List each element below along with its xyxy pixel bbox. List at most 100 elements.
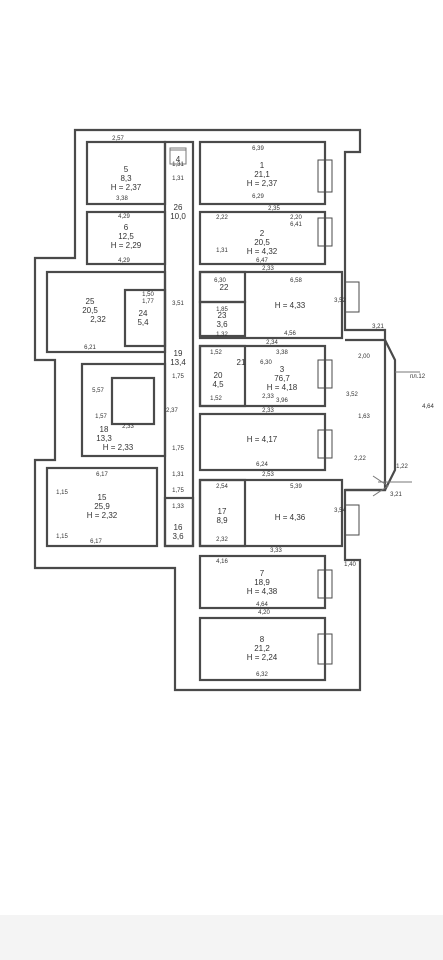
dim: 4,20 [258, 610, 270, 616]
dim: 2,33 [122, 424, 134, 430]
room-19-number: 19 [174, 349, 183, 358]
dim: 4,16 [216, 559, 228, 565]
floor-plan-drawing: 1 21,1 H = 2,37 2 20,5 H = 4,32 3 76,7 H… [33, 128, 434, 692]
room-23-area: 3,6 [216, 320, 228, 329]
room-23-number: 23 [218, 311, 227, 320]
dim: 1,32 [216, 332, 228, 338]
dimension-labels: 2,57 6,39 1,31 6,29 3,38 4,29 2,22 2,35 … [56, 136, 434, 678]
room-25-number: 25 [86, 297, 95, 306]
room-3-area: 76,7 [274, 374, 290, 383]
dim: 1,31 [172, 472, 184, 478]
corner-note: пл.12 [410, 374, 426, 380]
thin-lines [169, 147, 420, 497]
room-24-number: 24 [139, 309, 148, 318]
room-19-area: 13,4 [170, 358, 186, 367]
room-15-number: 15 [98, 493, 107, 502]
dim: 2,57 [112, 136, 124, 142]
dim: 1,75 [172, 488, 184, 494]
dim: 1,52 [210, 396, 222, 402]
dim: 4,64 [256, 602, 268, 608]
room-6-height: H = 2,29 [111, 241, 142, 250]
dim: 4,29 [118, 214, 130, 220]
dim: 1,52 [210, 350, 222, 356]
dim: 1,33 [172, 504, 184, 510]
room-20-area: 4,5 [212, 380, 224, 389]
dim: 3,96 [276, 398, 288, 404]
dim: 6,47 [256, 258, 268, 264]
dim: 5,39 [290, 484, 302, 490]
walls [33, 128, 397, 692]
dim: 1,75 [172, 374, 184, 380]
room-2-number: 2 [260, 229, 265, 238]
height-label-2: H = 4,17 [247, 435, 278, 444]
dim: 6,41 [290, 222, 302, 228]
dim: 1,31 [172, 176, 184, 182]
room-3-number: 3 [280, 365, 285, 374]
dim: 2,22 [354, 456, 366, 462]
dim: 6,32 [256, 672, 268, 678]
dim: 3,38 [276, 350, 288, 356]
dim: 1,75 [172, 446, 184, 452]
dim: 1,31 [216, 248, 228, 254]
room-17-number: 17 [218, 507, 227, 516]
dim: 2,35 [268, 206, 280, 212]
dim: 1,85 [216, 307, 228, 313]
room-7-height: H = 4,38 [247, 587, 278, 596]
dim: 3,51 [172, 301, 184, 307]
dim: 1,22 [396, 464, 408, 470]
dim: 2,54 [216, 484, 228, 490]
dim: 1,15 [56, 534, 68, 540]
room-16-number: 16 [174, 523, 183, 532]
room-5-number: 5 [124, 165, 129, 174]
room-26-number: 26 [174, 203, 183, 212]
room-15-height: H = 2,32 [87, 511, 118, 520]
dim: 6,24 [256, 462, 268, 468]
room-25-height: 2,32 [90, 315, 106, 324]
dim: 2,33 [262, 394, 274, 400]
dim: 6,17 [90, 539, 102, 545]
dim: 1,77 [142, 299, 154, 305]
dim: 5,57 [92, 388, 104, 394]
stairs [317, 159, 360, 665]
dim: 6,58 [290, 278, 302, 284]
dim: 1,57 [95, 414, 107, 420]
room-5-area: 8,3 [120, 174, 132, 183]
bottom-bar [0, 915, 443, 960]
dim: 2,00 [358, 354, 370, 360]
dim: 2,33 [262, 266, 274, 272]
room-18-number: 18 [100, 425, 109, 434]
dim: 3,33 [270, 548, 282, 554]
dim: 3,52 [334, 298, 346, 304]
dim: 2,53 [262, 472, 274, 478]
dim: 3,21 [390, 492, 402, 498]
dim: 3,21 [372, 324, 384, 330]
room-1-height: H = 2,37 [247, 179, 278, 188]
room-6-number: 6 [124, 223, 129, 232]
room-18-area: 13,3 [96, 434, 112, 443]
dim: 3,38 [116, 196, 128, 202]
dim: 1,63 [358, 414, 370, 420]
dim: 6,30 [214, 278, 226, 284]
room-18-height: H = 2,33 [103, 443, 134, 452]
dim: 1,50 [142, 292, 154, 298]
dim: 2,20 [290, 215, 302, 221]
dim: 2,32 [216, 537, 228, 543]
height-label-3: H = 4,36 [275, 513, 306, 522]
room-26-area: 10,0 [170, 212, 186, 221]
room-2-area: 20,5 [254, 238, 270, 247]
room-25-area: 20,5 [82, 306, 98, 315]
dim: 1,31 [172, 162, 184, 168]
room-8-height: H = 2,24 [247, 653, 278, 662]
room-20-number: 20 [214, 371, 223, 380]
room-1-area: 21,1 [254, 170, 270, 179]
room-1-number: 1 [260, 161, 265, 170]
dim: 6,29 [252, 194, 264, 200]
room-6-area: 12,5 [118, 232, 134, 241]
dim: 2,34 [266, 340, 278, 346]
room-8-area: 21,2 [254, 644, 270, 653]
dim: 1,40 [344, 562, 356, 568]
dim: 6,17 [96, 472, 108, 478]
dim: 6,39 [252, 146, 264, 152]
room-17-area: 8,9 [216, 516, 228, 525]
